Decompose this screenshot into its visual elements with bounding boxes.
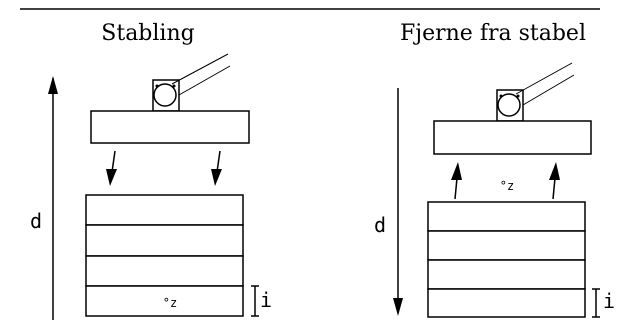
right-height-label: d xyxy=(374,213,386,237)
right-lift-plate xyxy=(433,120,592,155)
left-lift-plate xyxy=(90,110,250,144)
left-down-arrow-2 xyxy=(211,150,222,186)
left-plate-stack xyxy=(85,194,244,317)
left-thickness-label: i xyxy=(260,288,272,312)
right-plate-label: °z xyxy=(500,179,514,193)
left-thickness-marker xyxy=(251,285,259,317)
right-height-arrow xyxy=(393,88,403,316)
right-plate-stack xyxy=(427,201,586,318)
right-gripper-icon xyxy=(496,62,575,122)
left-gripper-icon xyxy=(152,53,231,112)
right-thickness-marker xyxy=(592,288,600,318)
right-up-arrow-1 xyxy=(451,162,462,200)
left-panel: Stabling d xyxy=(30,21,272,320)
right-up-arrow-2 xyxy=(549,162,560,200)
left-title: Stabling xyxy=(101,21,194,46)
left-height-arrow xyxy=(48,76,58,320)
right-panel: Fjerne fra stabel d °z xyxy=(374,21,615,318)
left-height-label: d xyxy=(30,209,42,233)
left-down-arrow-1 xyxy=(106,150,117,186)
right-thickness-label: i xyxy=(603,289,615,313)
right-title: Fjerne fra stabel xyxy=(400,21,586,46)
left-plate-label: °z xyxy=(163,296,177,310)
